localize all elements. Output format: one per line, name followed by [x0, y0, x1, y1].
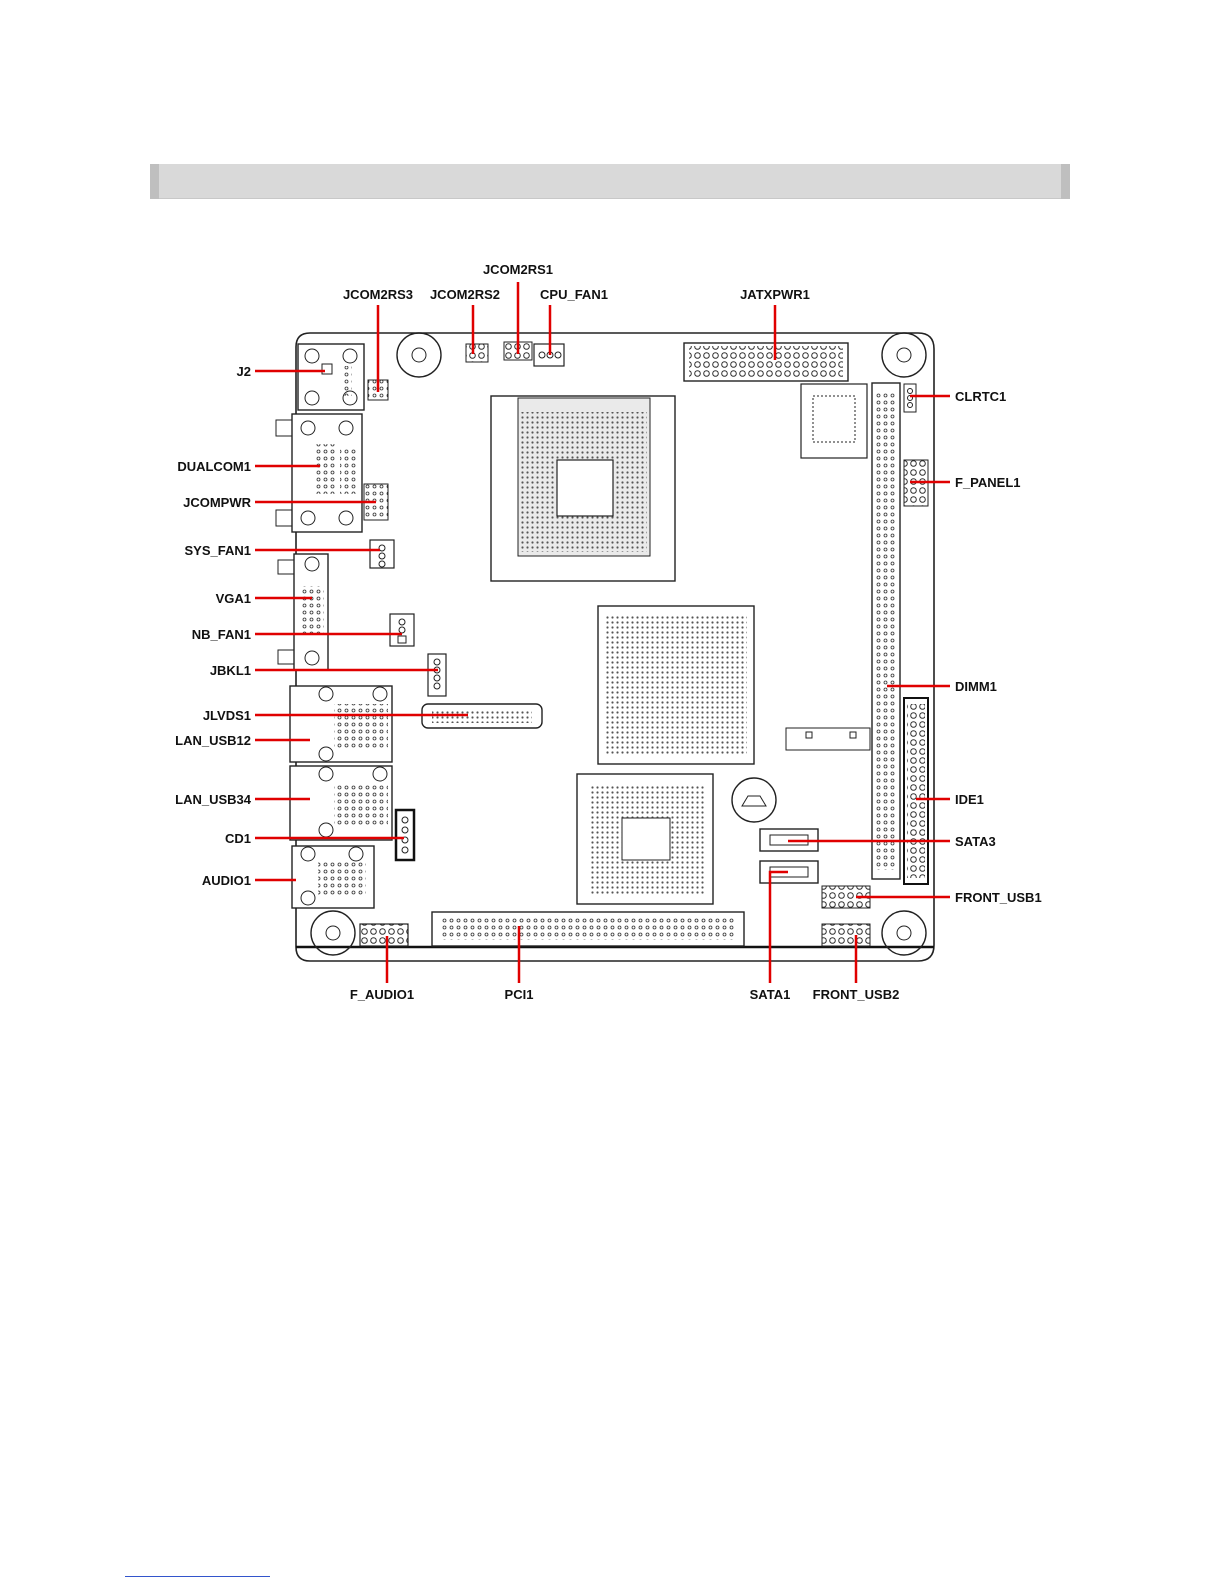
small-component	[786, 728, 870, 750]
connector-front-usb2	[822, 924, 870, 946]
connector-cd1	[396, 810, 414, 860]
label-lan-usb12: LAN_USB12	[175, 733, 251, 748]
label-nb-fan1: NB_FAN1	[192, 627, 251, 642]
jumper-jcom2rs2	[466, 344, 488, 362]
label-jbkl1: JBKL1	[210, 663, 251, 678]
label-jatxpwr1: JATXPWR1	[740, 287, 810, 302]
connector-vga1	[278, 554, 328, 670]
connector-lan-usb34	[290, 766, 392, 840]
connector-jbkl1	[428, 654, 446, 696]
label-jlvds1: JLVDS1	[203, 708, 251, 723]
connector-ide1	[904, 698, 928, 884]
label-front-usb1: FRONT_USB1	[955, 890, 1042, 905]
label-dimm1: DIMM1	[955, 679, 997, 694]
connector-audio1	[292, 846, 374, 908]
label-sys-fan1: SYS_FAN1	[185, 543, 251, 558]
label-f-audio1: F_AUDIO1	[350, 987, 414, 1002]
connector-sys-fan1	[370, 540, 394, 568]
label-front-usb2: FRONT_USB2	[813, 987, 900, 1002]
label-vga1: VGA1	[216, 591, 251, 606]
label-cpu-fan1: CPU_FAN1	[540, 287, 608, 302]
label-f-panel1: F_PANEL1	[955, 475, 1021, 490]
north-bridge-chip	[598, 606, 754, 764]
label-jcom2rs1: JCOM2RS1	[483, 262, 553, 277]
label-jcompwr: JCOMPWR	[183, 495, 252, 510]
slot-pci1	[432, 912, 744, 946]
label-jcom2rs3: JCOM2RS3	[343, 287, 413, 302]
label-dualcom1: DUALCOM1	[177, 459, 251, 474]
label-ide1: IDE1	[955, 792, 984, 807]
label-audio1: AUDIO1	[202, 873, 251, 888]
connector-jatxpwr1	[684, 343, 848, 381]
label-clrtc1: CLRTC1	[955, 389, 1006, 404]
footer-link-underline	[125, 1576, 270, 1577]
connector-lan-usb12	[290, 686, 392, 762]
slot-dimm1	[872, 383, 900, 879]
label-cd1: CD1	[225, 831, 251, 846]
cpu-socket	[491, 396, 675, 581]
label-sata3: SATA3	[955, 834, 996, 849]
jumper-clrtc1	[904, 384, 916, 412]
connector-f-audio1	[360, 924, 408, 946]
south-bridge-chip	[577, 774, 713, 904]
label-j2: J2	[237, 364, 251, 379]
connector-nb-fan1	[390, 614, 414, 646]
ic-chip-top	[801, 384, 867, 458]
connector-sata1	[760, 861, 818, 883]
label-jcom2rs2: JCOM2RS2	[430, 287, 500, 302]
label-lan-usb34: LAN_USB34	[175, 792, 252, 807]
label-sata1: SATA1	[750, 987, 791, 1002]
label-pci1: PCI1	[505, 987, 534, 1002]
